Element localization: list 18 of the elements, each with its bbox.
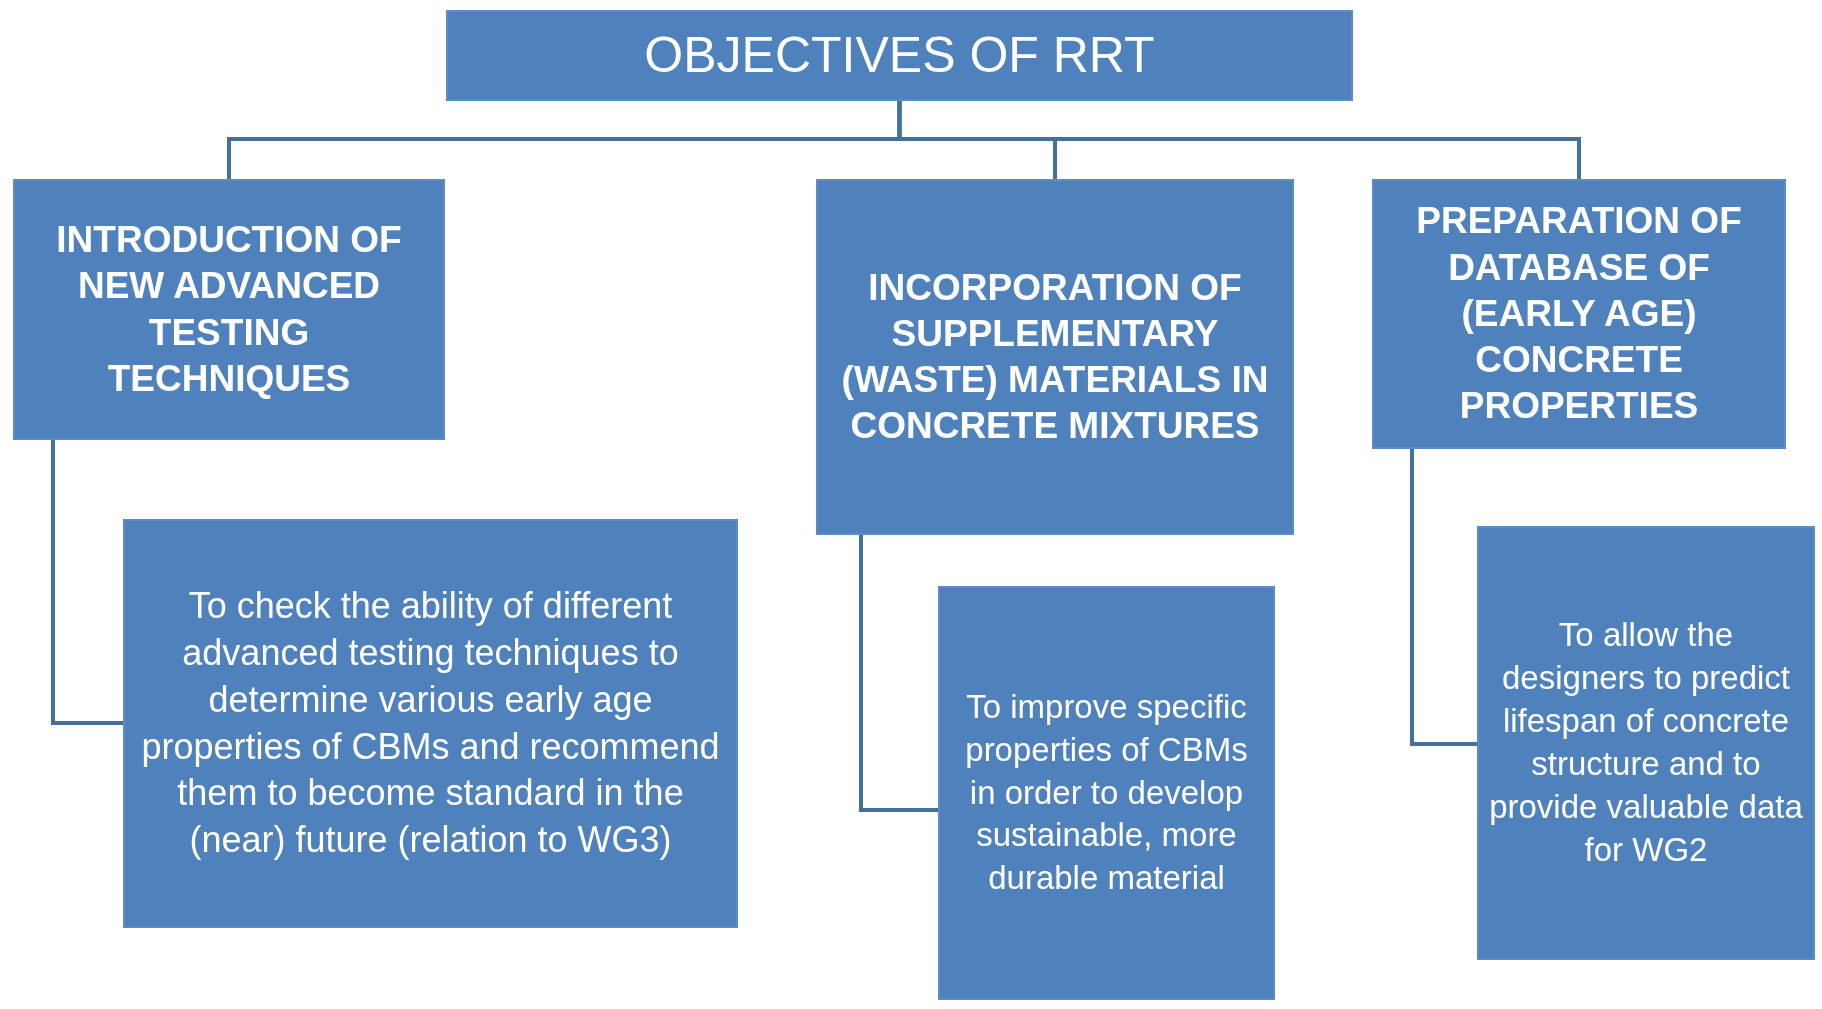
box-text: To check the ability of different advanced testing techniques to determine various early age properties of CBMs and recommend them to become standard in the (near) future (relation to WG3) [140, 584, 721, 863]
category-box [816, 179, 1294, 535]
category-box [1372, 179, 1786, 449]
description-box [1477, 526, 1815, 960]
box-text: INCORPORATION OF SUPPLEMENTARY (WASTE) MATERIALS IN CONCRETE MIXTURES [840, 265, 1270, 449]
description-box [938, 586, 1275, 1000]
box-text: OBJECTIVES OF RRT [644, 28, 1155, 83]
box-text: To improve specific properties of CBMs in order to develop sustainable, more durable material [964, 686, 1249, 899]
connector-line [51, 440, 123, 725]
description-box [123, 519, 738, 928]
connector-line [1410, 449, 1477, 746]
box-text: To allow the designers to predict lifespan of concrete structure and to provide valuable data for WG2 [1488, 615, 1804, 870]
connector-line [859, 535, 938, 812]
category-box [13, 179, 445, 440]
connector-line [897, 101, 1581, 179]
box-text: INTRODUCTION OF NEW ADVANCED TESTING TECHNIQUES [55, 218, 403, 401]
title-box [446, 10, 1353, 101]
box-text: PREPARATION OF DATABASE OF (EARLY AGE) CONCRETE PROPERTIES [1415, 199, 1743, 429]
